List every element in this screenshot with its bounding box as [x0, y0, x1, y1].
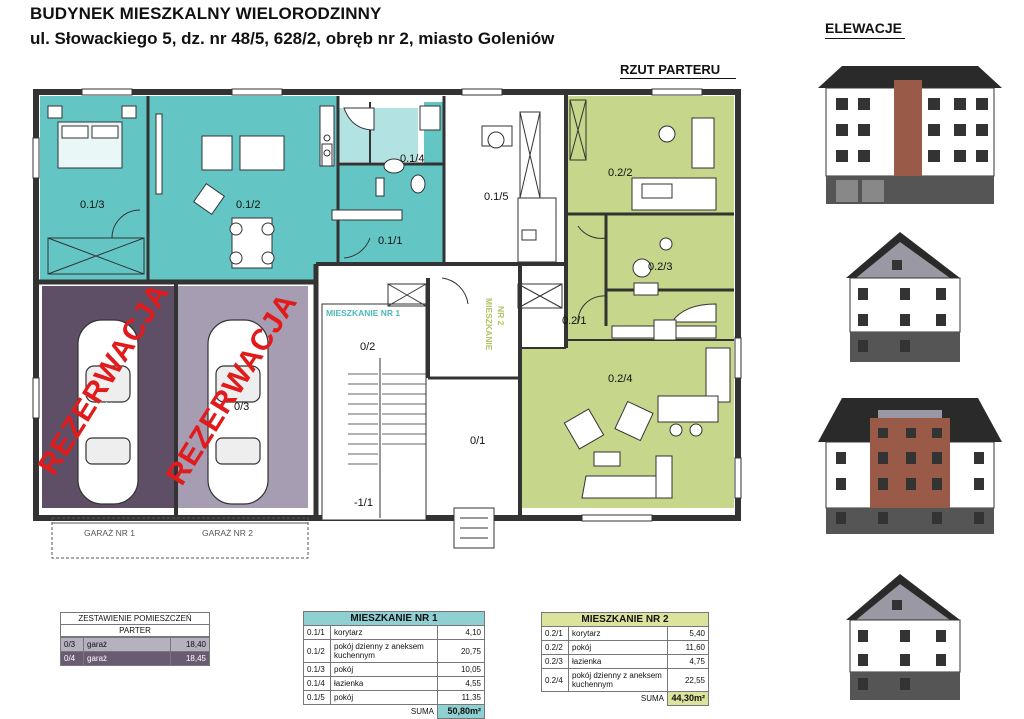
summary-row: 0/4 garaż 18,45	[60, 651, 210, 666]
elevation-side-2	[846, 574, 961, 700]
garage-1-label: GARAŻ NR 1	[84, 528, 135, 538]
stairwell	[51, 209, 607, 559]
room-label-022: 0.2/2	[608, 167, 632, 179]
building-title: BUDYNEK MIESZKALNY WIELORODZINNY	[30, 4, 382, 23]
plan-title: RZUT PARTERU	[620, 62, 721, 77]
row-id: 0.2/3	[541, 654, 569, 669]
row-id: 0.1/1	[303, 625, 331, 640]
elevation-side-1	[846, 232, 961, 362]
row-area: 22,55	[667, 668, 709, 692]
room-label-024: 0.2/4	[608, 373, 632, 385]
summary-rows: 0/3 garaż 18,40 0/4 garaż 18,45	[60, 637, 210, 666]
row-area: 5,40	[667, 626, 709, 641]
row-area: 20,75	[437, 639, 485, 663]
summary-row-area: 18,40	[170, 637, 210, 652]
furniture-apartment-2	[517, 99, 731, 499]
summary-row: 0/3 garaż 18,40	[60, 637, 210, 652]
row-name: pokój dzienny z aneksem kuchennym	[330, 639, 438, 663]
row-area: 4,10	[437, 625, 485, 640]
room-label-012: 0.1/2	[236, 199, 260, 211]
row-area: 10,05	[437, 662, 485, 677]
room-label-03: 0/3	[234, 401, 249, 413]
row-name: łazienka	[568, 654, 668, 669]
summary-row-name: garaż	[83, 637, 171, 652]
row-name: pokój	[330, 662, 438, 677]
elevations-title: ELEWACJE	[825, 20, 903, 36]
row-id: 0.1/5	[303, 690, 331, 705]
floor-plan: REZERWACJA REZERWACJA 0.1/3 0.1/2 0.1/4 …	[32, 88, 742, 559]
room-label-014: 0.1/4	[400, 153, 424, 165]
summary-row-id: 0/3	[60, 637, 84, 652]
room-label-013: 0.1/3	[80, 199, 104, 211]
summary-title: ZESTAWIENIE POMIESZCZEŃ	[60, 612, 210, 625]
room-label-m11: -1/1	[354, 497, 373, 509]
room-label-011: 0.1/1	[378, 235, 402, 247]
row-name: łazienka	[330, 676, 438, 691]
sum-label: SUMA	[640, 694, 664, 704]
row-id: 0.1/3	[303, 662, 331, 677]
elevation-front	[818, 66, 1002, 204]
row-name: pokój dzienny z aneksem kuchennym	[568, 668, 668, 692]
room-label-023: 0.2/3	[648, 261, 672, 273]
row-name: pokój	[330, 690, 438, 705]
apartment-2-label-a: MIESZKANIE	[484, 298, 494, 351]
room-label-021: 0.2/1	[562, 315, 586, 327]
row-id: 0.2/2	[541, 640, 569, 655]
plan-title-underline	[620, 78, 736, 79]
row-id: 0.2/1	[541, 626, 569, 641]
row-area: 11,60	[667, 640, 709, 655]
room-summary-table: ZESTAWIENIE POMIESZCZEŃ PARTER 0/3 garaż…	[60, 612, 210, 666]
room-label-01: 0/1	[470, 435, 485, 447]
elevations-title-underline	[825, 38, 905, 39]
room-label-04: 0/4	[98, 401, 113, 413]
row-name: korytarz	[568, 626, 668, 641]
row-id: 0.2/4	[541, 668, 569, 692]
row-id: 0.1/2	[303, 639, 331, 663]
summary-row-id: 0/4	[60, 651, 84, 666]
row-name: pokój	[568, 640, 668, 655]
apartment-1-label: MIESZKANIE NR 1	[326, 308, 400, 318]
building-address: ul. Słowackiego 5, dz. nr 48/5, 628/2, o…	[30, 29, 555, 48]
room-label-02: 0/2	[360, 341, 375, 353]
windows	[32, 88, 742, 522]
apartment-1-header: MIESZKANIE NR 1	[303, 611, 485, 626]
sum-value: 44,30m²	[667, 691, 709, 706]
garage-2-label: GARAŻ NR 2	[202, 528, 253, 538]
apartment-2-title: MIESZKANIE NR 2	[541, 612, 709, 627]
summary-subtitle: PARTER	[60, 625, 210, 637]
apartment-2-label-b: NR 2	[496, 306, 506, 326]
summary-row-area: 18,45	[170, 651, 210, 666]
apartment-2-header: MIESZKANIE NR 2	[541, 612, 709, 627]
row-area: 4,75	[667, 654, 709, 669]
room-label-015: 0.1/5	[484, 191, 508, 203]
row-id: 0.1/4	[303, 676, 331, 691]
row-name: korytarz	[330, 625, 438, 640]
row-area: 4,55	[437, 676, 485, 691]
interior-walls	[36, 92, 734, 518]
apartment-1-title: MIESZKANIE NR 1	[303, 611, 485, 626]
cars	[77, 319, 269, 505]
summary-row-name: garaż	[83, 651, 171, 666]
elevation-rear	[818, 398, 1002, 534]
furniture	[47, 105, 557, 275]
row-area: 11,35	[437, 690, 485, 705]
